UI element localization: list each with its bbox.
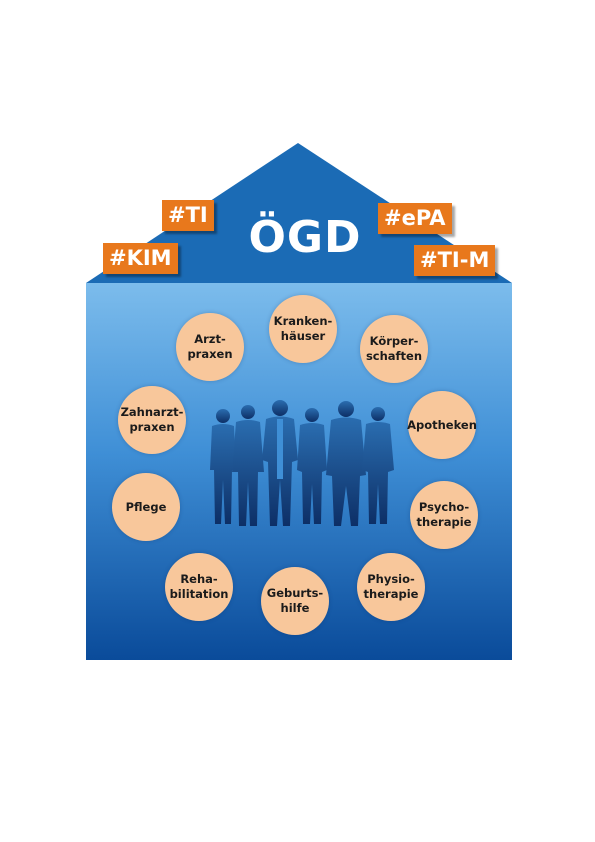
tag-epa: #ePA (378, 203, 452, 234)
bubble-pflege: Pflege (112, 473, 180, 541)
person-6 (362, 407, 394, 524)
bubble-zahnarztpraxen: Zahnarzt- praxen (118, 386, 186, 454)
bubble-physiotherapie: Physio- therapie (357, 553, 425, 621)
roof (86, 143, 512, 283)
medical-staff-silhouettes-icon (210, 400, 394, 526)
bubble-koerperschaften: Körper- schaften (360, 315, 428, 383)
title-oegd: ÖGD (248, 212, 362, 263)
person-5 (326, 401, 366, 526)
person-2 (232, 405, 264, 526)
bubble-rehabilitation: Reha- bilitation (165, 553, 233, 621)
tag-ti: #TI (162, 200, 214, 231)
bubble-psychotherapie: Psycho- therapie (410, 481, 478, 549)
tag-kim: #KIM (103, 243, 178, 274)
person-4 (297, 408, 327, 524)
bubble-geburtshilfe: Geburts- hilfe (261, 567, 329, 635)
bubble-apotheken: Apotheken (407, 391, 477, 459)
bubble-krankenhaeuser: Kranken- häuser (269, 295, 337, 363)
person-3 (262, 400, 298, 526)
tag-ti-m: #TI-M (414, 245, 496, 276)
bubble-arztpraxen: Arzt- praxen (176, 313, 244, 381)
person-1 (210, 409, 236, 524)
